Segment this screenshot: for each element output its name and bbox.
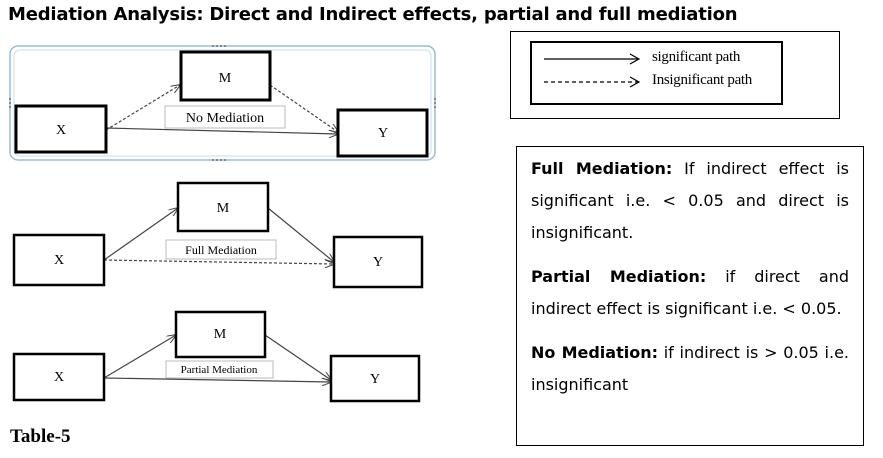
definition-term: Partial Mediation:: [531, 267, 707, 286]
node-m: M: [219, 71, 232, 86]
diagram-label: No Mediation: [186, 111, 264, 126]
definition-text: If indirect effect is significant i.e. <…: [531, 159, 850, 242]
resize-handles[interactable]: [9, 45, 436, 161]
node-y-box: [336, 108, 429, 158]
node-m-box: [174, 310, 267, 359]
path-x-m: [103, 335, 176, 379]
node-y: Y: [370, 372, 380, 387]
diagram-label-box: [165, 239, 277, 260]
path-m-y: [267, 207, 334, 262]
definition-no-mediation: No Mediation: if indirect is > 0.05 i.e.…: [531, 337, 849, 401]
path-x-y: [103, 259, 334, 264]
node-x-box: [12, 233, 106, 287]
solid-arrow-icon: [544, 53, 641, 65]
legend-significant-label: significant path: [652, 49, 741, 65]
diagram-label: Full Mediation: [185, 243, 257, 257]
diagram-label-box: [164, 105, 286, 129]
definition-term: Full Mediation:: [531, 159, 673, 178]
node-x: X: [54, 370, 64, 385]
definition-text: if indirect is > 0.05 i.e. insignificant: [531, 343, 850, 394]
definition-full-mediation: Full Mediation: If indirect effect is si…: [531, 153, 849, 249]
node-y-box: [332, 235, 424, 289]
definition-partial-mediation: Partial Mediation: if direct and indirec…: [531, 261, 849, 325]
table-caption: Table-5: [10, 426, 71, 447]
diagram-label-box: [165, 360, 274, 379]
path-x-m: [103, 208, 178, 261]
path-x-y: [103, 377, 331, 382]
diagram-partial-mediation[interactable]: X M Y Partial Mediation: [12, 310, 421, 403]
node-x: X: [56, 123, 66, 138]
node-m: M: [217, 201, 230, 216]
node-m-box: [176, 181, 270, 233]
definitions-box: Full Mediation: If indirect effect is si…: [516, 146, 864, 446]
selection-frame-inner: [13, 49, 432, 157]
legend-box: significant path Insignificant path: [510, 31, 840, 119]
legend-inner: significant path Insignificant path: [530, 41, 783, 105]
node-m: M: [214, 327, 227, 342]
legend-insignificant-label: Insignificant path: [652, 72, 752, 88]
diagram-full-mediation[interactable]: X M Y Full Mediation: [12, 181, 424, 289]
node-x: X: [54, 253, 64, 268]
legend-row-insignificant: Insignificant path: [542, 72, 782, 92]
diagram-label: Partial Mediation: [181, 364, 258, 376]
node-x-box: [12, 352, 106, 402]
node-y: Y: [378, 126, 388, 141]
node-m-box: [179, 50, 272, 102]
legend-row-significant: significant path: [542, 49, 782, 69]
node-x-box: [14, 104, 108, 154]
diagram-no-mediation[interactable]: X M Y No Mediation: [9, 45, 436, 161]
definition-term: No Mediation:: [531, 343, 659, 362]
page-title: Mediation Analysis: Direct and Indirect …: [8, 4, 738, 25]
path-m-y: [269, 84, 338, 132]
path-m-y: [264, 334, 331, 380]
path-x-m: [105, 85, 180, 131]
node-y: Y: [373, 255, 383, 270]
node-y-box: [329, 354, 421, 403]
path-x-y: [105, 127, 338, 134]
definition-text: if direct and indirect effect is signifi…: [531, 267, 849, 318]
dashed-arrow-icon: [544, 76, 641, 88]
